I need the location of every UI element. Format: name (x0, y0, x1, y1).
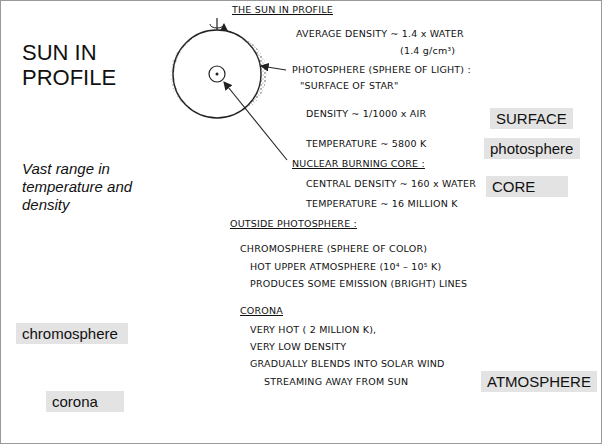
leader-line (261, 66, 286, 70)
slide-title: SUN IN PROFILE (22, 40, 142, 90)
limb-shading (238, 36, 267, 112)
handwritten-note: STREAMING AWAY FROM SUN (264, 376, 408, 387)
handwritten-note: GRADUALLY BLENDS INTO SOLAR WIND (250, 358, 445, 369)
handwritten-note: VERY HOT ( 2 MILLION K), (250, 324, 376, 335)
handwritten-note: VERY LOW DENSITY (250, 341, 346, 352)
handwritten-note: TEMPERATURE ~ 16 MILLION K (306, 198, 458, 209)
handwritten-note: NUCLEAR BURNING CORE : (292, 158, 425, 169)
handwritten-note: CHROMOSPHERE (SPHERE OF COLOR) (240, 243, 427, 254)
limb-shading (170, 37, 196, 111)
box-label: ATMOSPHERE (487, 373, 591, 390)
box-label: corona (52, 393, 118, 410)
handwritten-note: PHOTOSPHERE (SPHERE OF LIGHT) : (292, 64, 471, 75)
handwritten-note: (1.4 g/cm³) (400, 45, 455, 56)
handwritten-note: TEMPERATURE ~ 5800 K (306, 138, 427, 149)
rotation-arrow (210, 24, 224, 28)
handwritten-note: CENTRAL DENSITY ~ 160 x WATER (306, 178, 476, 189)
label-box: corona (46, 391, 124, 412)
handwritten-note: HOT UPPER ATMOSPHERE (10⁴ – 10⁵ K) (250, 261, 441, 272)
box-label: photosphere (490, 140, 574, 157)
handwritten-note: OUTSIDE PHOTOSPHERE : (230, 218, 357, 229)
core-circle (209, 66, 225, 82)
label-box: chromosphere (16, 323, 128, 344)
handwritten-note: "SURFACE OF STAR" (300, 80, 398, 91)
handwritten-note: PRODUCES SOME EMISSION (BRIGHT) LINES (250, 278, 467, 289)
label-box: CORE (486, 176, 568, 197)
handwritten-note: DENSITY ~ 1/1000 x AIR (306, 108, 426, 119)
label-box: ATMOSPHERE (481, 371, 597, 392)
handwritten-note: AVERAGE DENSITY ~ 1.4 x WATER (296, 28, 464, 39)
handwritten-note: THE SUN IN PROFILE (232, 4, 333, 15)
box-label: SURFACE (496, 110, 567, 127)
box-label: chromosphere (22, 325, 122, 342)
core-dot (216, 73, 219, 76)
label-box: photosphere (484, 138, 580, 159)
handwritten-note: CORONA (240, 305, 283, 316)
subtitle-note: Vast range in temperature and density (22, 160, 157, 214)
box-label: CORE (492, 178, 562, 195)
leader-line (224, 82, 287, 160)
label-box: SURFACE (490, 108, 573, 129)
